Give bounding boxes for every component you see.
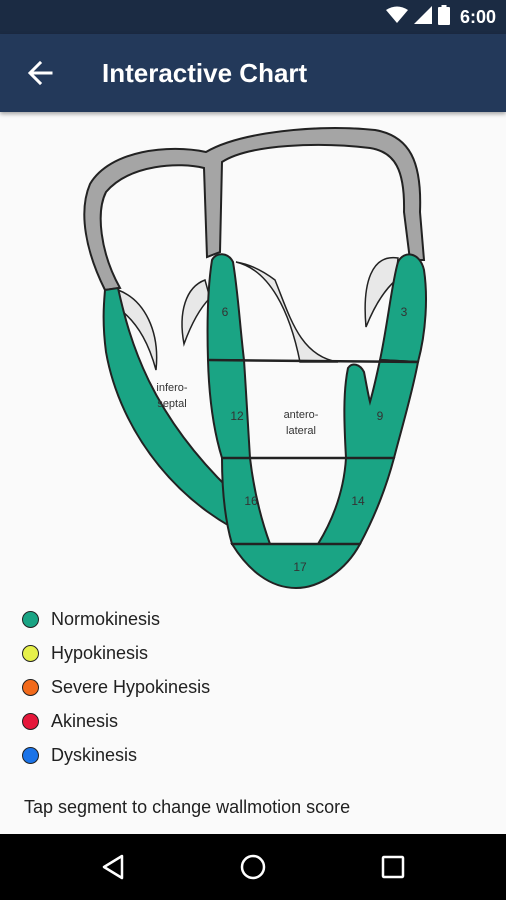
segment-6[interactable] [206,253,246,361]
segment-9[interactable] [343,358,420,459]
atria-wall [83,127,426,292]
home-circle-icon [240,854,266,880]
legend-label: Akinesis [51,710,119,731]
legend-item-normokinesis: Normokinesis [22,602,210,636]
legend-dot-dyskinesis [22,746,39,764]
legend-dot-normokinesis [22,610,39,628]
region-label-antero: antero- [284,409,319,421]
back-button[interactable] [20,53,60,93]
status-time: 6:00 [459,6,496,27]
segment-3[interactable] [378,253,427,364]
region-label-lateral: lateral [286,425,316,437]
segment-17-label: 17 [293,560,307,574]
legend-label: Severe Hypokinesis [51,676,211,697]
heart-diagram: 6 3 12 9 16 14 17 infero- septal antero-… [83,127,427,590]
battery-icon [437,4,450,30]
legend-dot-hypokinesis [22,644,39,662]
legend-dot-akinesis [22,712,39,730]
back-triangle-icon [102,854,124,880]
page-title: Interactive Chart [102,58,308,88]
nav-recents-button[interactable] [353,834,433,900]
cell-signal-icon [413,5,432,29]
region-label-septal: septal [157,398,186,410]
legend-label: Normokinesis [51,608,161,629]
hint-text: Tap segment to change wallmotion score [24,797,351,817]
status-icons: 6:00 [385,0,496,34]
arrow-back-icon [27,60,53,86]
nav-home-button[interactable] [213,834,293,900]
segment-14-label: 14 [351,494,365,508]
legend-dot-severe-hypokinesis [22,678,39,696]
aortic-valve-right [364,256,399,328]
segment-12-label: 12 [230,409,244,423]
navigation-bar [0,834,506,900]
legend: Normokinesis Hypokinesis Severe Hypokine… [22,602,210,772]
legend-label: Hypokinesis [51,642,149,663]
aortic-valve-left [235,261,339,363]
boundary-basal-mid [207,358,419,364]
legend-label: Dyskinesis [51,744,138,765]
content-area: 6 3 12 9 16 14 17 infero- septal antero-… [0,112,506,834]
segment-16-label: 16 [244,494,258,508]
mitral-valve-left [117,288,158,371]
legend-item-akinesis: Akinesis [22,704,210,738]
wifi-icon [385,6,408,29]
legend-item-dyskinesis: Dyskinesis [22,738,210,772]
region-label-infero: infero- [156,382,188,394]
app-bar: Interactive Chart [0,34,506,112]
segment-3-label: 3 [401,305,408,319]
legend-item-severe-hypokinesis: Severe Hypokinesis [22,670,210,704]
recents-square-icon [381,855,405,879]
nav-back-button[interactable] [73,834,153,900]
mitral-valve-right [181,279,211,347]
segment-6-label: 6 [222,305,229,319]
legend-item-hypokinesis: Hypokinesis [22,636,210,670]
segment-12[interactable] [206,359,252,459]
status-bar: 6:00 [0,0,506,34]
segment-17[interactable] [230,543,362,590]
segment-9-label: 9 [377,409,384,423]
